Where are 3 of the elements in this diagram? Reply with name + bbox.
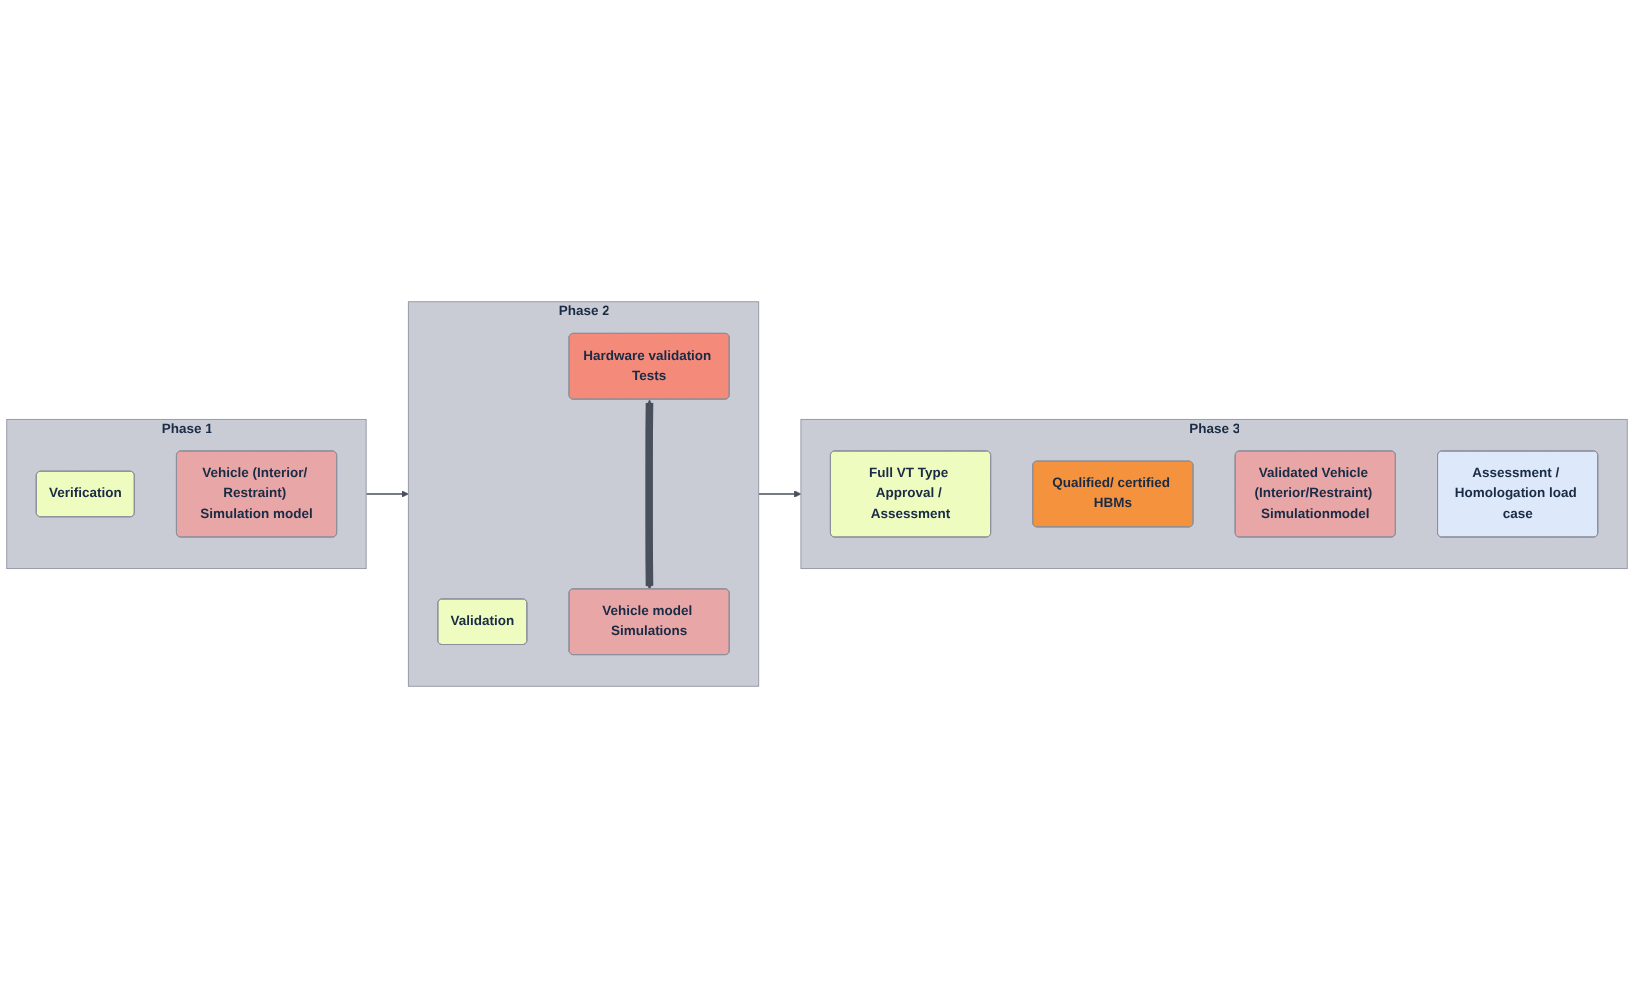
arrow [757, 490, 802, 498]
arrow [365, 490, 409, 498]
arrow [645, 399, 654, 590]
